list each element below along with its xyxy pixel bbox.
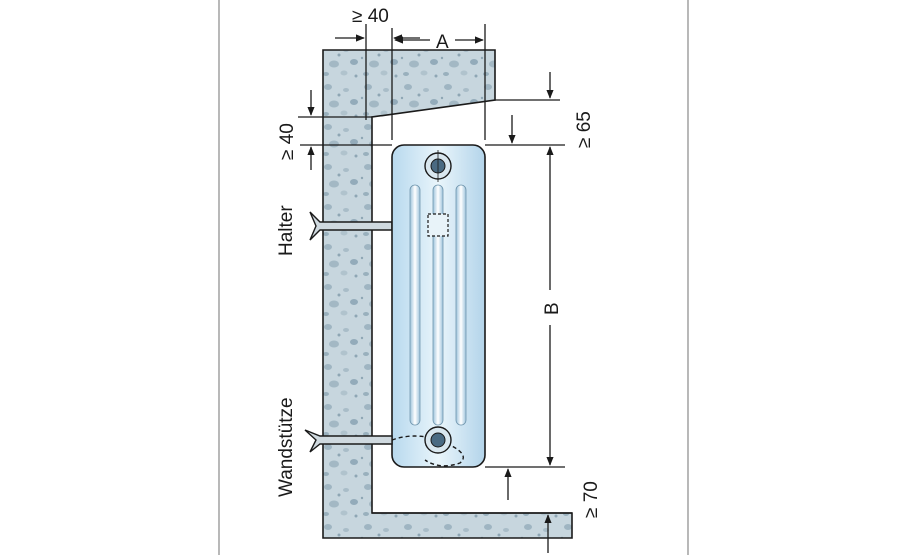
dim-a-label: A [436,32,449,53]
bottom-clearance-label: ≥ 70 [581,481,602,518]
wandstuetze-support [304,429,393,453]
left-clearance-label: ≥ 40 [277,123,298,160]
top-clearance-label: ≥ 40 [352,6,389,27]
dim-b-label: B [542,302,563,315]
halter-clamp [427,213,449,237]
bottom-connection-inner [430,432,446,448]
wandstuetze-label: Wandstütze [276,397,297,497]
halter-label: Halter [276,205,297,256]
upper-clearance-label: ≥ 65 [574,111,595,148]
radiator-fin-2 [432,184,444,426]
halter-bracket [309,211,393,241]
radiator-fin-3 [455,184,467,426]
radiator-fin-1 [409,184,421,426]
wandstuetze-arm [391,435,464,467]
